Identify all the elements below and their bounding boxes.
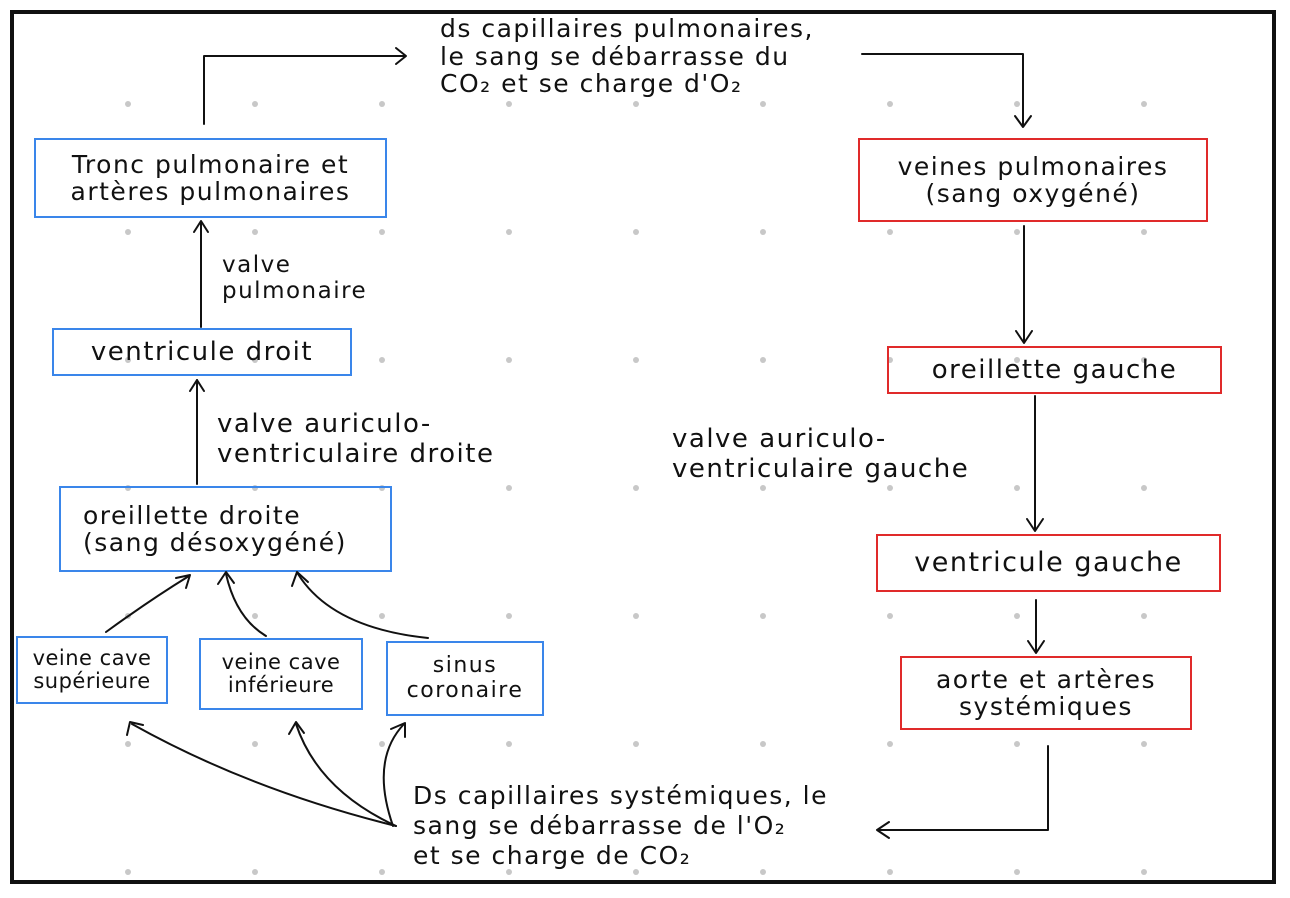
arrowhead-vcs-to-od	[175, 574, 191, 589]
arrowhead-vg-to-aorte	[1027, 640, 1045, 654]
text-line: aorte et artères	[935, 664, 1157, 694]
text-line: le sang se débarrasse du	[440, 41, 790, 71]
arrow-tronc-to-capillaires	[203, 55, 405, 125]
text-line: oreillette droite	[83, 500, 302, 530]
text-line: veine cave	[32, 645, 152, 670]
text-line: sang se débarrasse de l'O₂	[413, 811, 787, 840]
box-veines-pulmonaires: veines pulmonaires(sang oxygéné)	[858, 138, 1208, 222]
text-line: ventriculaire droite	[217, 438, 495, 469]
arrowhead-vci-to-od	[217, 571, 235, 585]
text-line: (sang désoxygéné)	[83, 528, 347, 557]
arrowhead-vd-to-tronc	[193, 220, 209, 233]
arrowhead-od-to-vd	[189, 379, 205, 392]
text-line: Tronc pulmonaire et	[71, 149, 350, 179]
text-line: systémiques	[959, 692, 1133, 721]
note-capillaires-pulmonaires: ds capillaires pulmonaires,le sang se dé…	[440, 15, 814, 98]
arrow-capillaires-to-vcs	[131, 723, 397, 827]
arrow-capillaires-to-veines	[861, 53, 1024, 127]
text-line: (sang oxygéné)	[925, 179, 1141, 208]
arrow-capillaires-to-sinus	[382, 723, 405, 827]
text-line: inférieure	[227, 673, 335, 697]
arrowhead-capillaires-to-vci	[288, 721, 305, 735]
text-line: veines pulmonaires	[897, 151, 1169, 181]
arrowhead-capillaires-to-vcs	[126, 721, 144, 736]
arrow-vci-to-od	[225, 573, 267, 637]
text-line: ventriculaire gauche	[672, 453, 970, 484]
arrowhead-capillaires-to-sinus	[390, 722, 406, 738]
text-line: valve auriculo-	[217, 409, 432, 439]
arrow-sinus-to-od	[297, 573, 429, 639]
text-line: et se charge de CO₂	[413, 841, 692, 870]
text-line: veine cave	[221, 649, 341, 674]
arrow-capillaires-to-vci	[295, 723, 397, 827]
box-oreillette-gauche: oreillette gauche	[887, 346, 1222, 394]
arrowhead-aorte-to-capillaires	[876, 821, 890, 839]
label-valve-av-gauche: valve auriculo-ventriculaire gauche	[672, 424, 970, 485]
arrowhead-veines-to-og	[1015, 330, 1033, 344]
arrowhead-og-to-vg	[1026, 518, 1044, 532]
text-line: pulmonaire	[222, 278, 368, 305]
text-line: oreillette gauche	[931, 354, 1178, 385]
arrow-vcs-to-od	[105, 575, 190, 633]
arrowhead-capillaires-to-veines	[1014, 115, 1032, 128]
label-valve-av-droite: valve auriculo-ventriculaire droite	[217, 409, 495, 470]
text-line: valve auriculo-	[672, 424, 887, 454]
arrowhead-tronc-to-capillaires	[395, 47, 407, 65]
box-oreillette-droite: oreillette droite(sang désoxygéné)	[59, 486, 392, 572]
text-line: ventricule droit	[90, 336, 314, 367]
box-ventricule-droit: ventricule droit	[52, 328, 352, 376]
text-line: ds capillaires pulmonaires,	[440, 14, 814, 43]
arrowhead-sinus-to-od	[291, 571, 309, 587]
box-ventricule-gauche: ventricule gauche	[876, 534, 1221, 592]
text-line: coronaire	[406, 677, 524, 703]
text-line: valve	[222, 252, 292, 278]
text-line: artères pulmonaires	[70, 177, 351, 206]
text-line: sinus	[432, 653, 498, 679]
arrow-aorte-to-capillaires	[877, 745, 1049, 831]
text-line: Ds capillaires systémiques, le	[413, 781, 829, 810]
diagram-frame	[10, 10, 1276, 884]
text-line: supérieure	[33, 669, 151, 693]
text-line: CO₂ et se charge d'O₂	[440, 69, 743, 98]
text-line: ventricule gauche	[914, 547, 1183, 579]
